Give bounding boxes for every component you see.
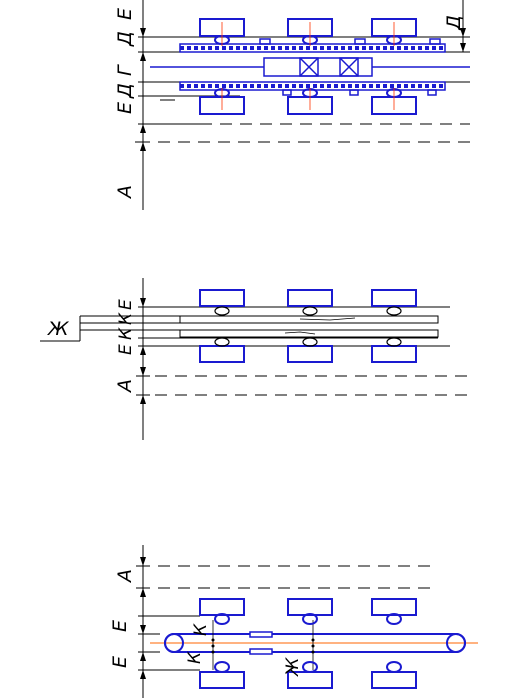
- view-1: А Е Д Г Д Е Д: [114, 0, 470, 210]
- v1-label-g: Г: [114, 64, 136, 76]
- v1-label-d-right: Д: [443, 15, 465, 31]
- v2-label-zh: Ж: [47, 318, 70, 340]
- v1-label-d: Д: [114, 31, 136, 47]
- v3-label-k2: К: [185, 651, 205, 664]
- v1-label-e2: Е: [114, 8, 136, 20]
- v1-label-a: А: [114, 185, 136, 200]
- v2-label-k1: К: [116, 312, 136, 325]
- v2-label-e1: Е: [116, 299, 136, 310]
- v1-label-d2: Д: [114, 83, 136, 99]
- view-3: А Е Е К К Ж: [109, 545, 478, 698]
- v2-label-k2: К: [116, 327, 136, 340]
- v3-label-e2: Е: [109, 656, 131, 668]
- v3-label-e1: Е: [109, 620, 131, 632]
- view-2: Ж А Е К К Е: [40, 278, 470, 440]
- v2-label-a: А: [114, 379, 136, 394]
- v1-label-e1: Е: [114, 102, 136, 114]
- v3-label-a: А: [114, 569, 136, 584]
- v2-label-e2: Е: [116, 344, 136, 355]
- v3-label-zh: Ж: [283, 657, 303, 677]
- v3-label-k1: К: [191, 623, 211, 636]
